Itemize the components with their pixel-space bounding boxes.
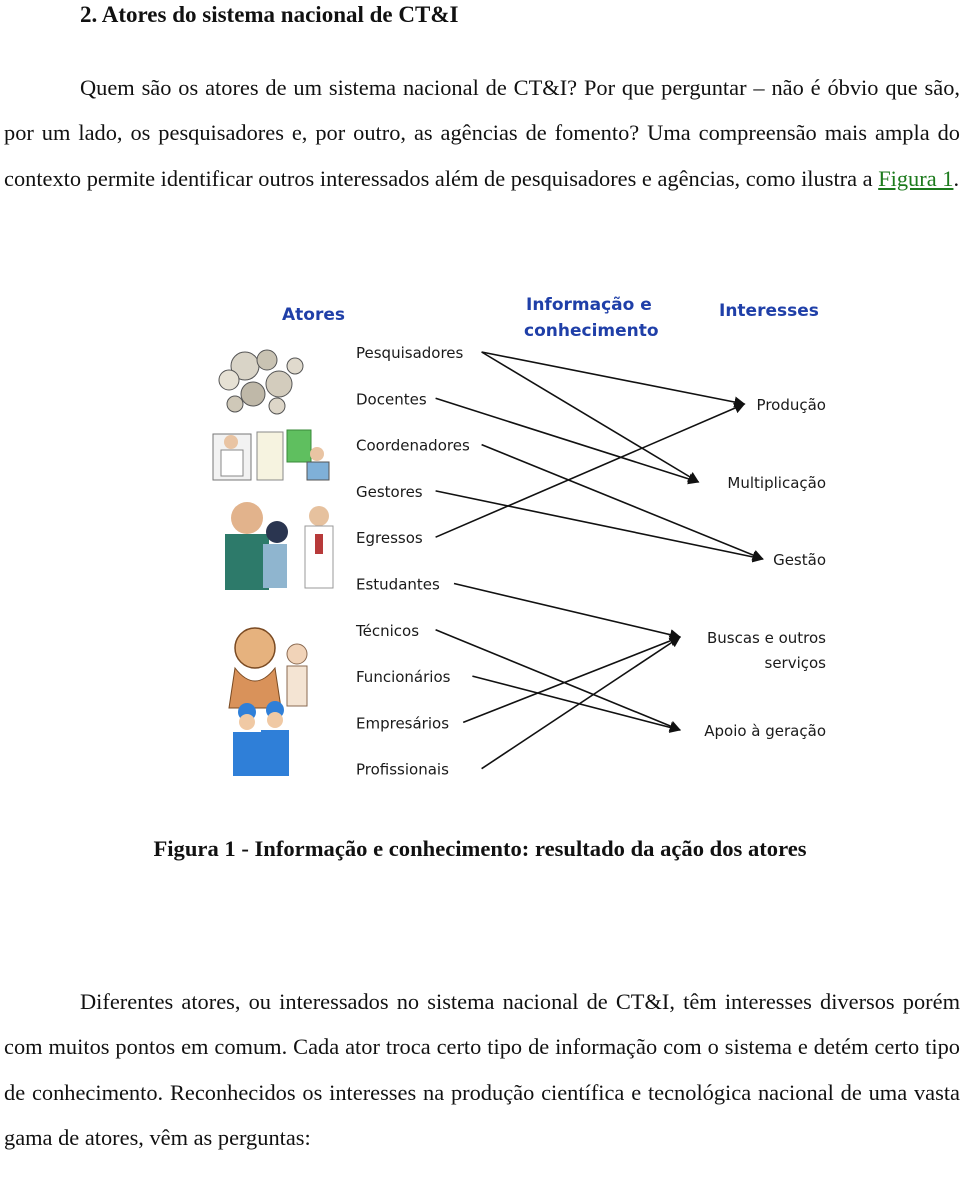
figure-caption: Figura 1 - Informação e conhecimento: re… <box>153 836 807 861</box>
connection-arrow-9 <box>462 635 682 724</box>
connection-arrow-5 <box>435 402 746 538</box>
section-heading: 2. Atores do sistema nacional de CT&I <box>80 2 459 27</box>
lab-scientists-illustration <box>212 429 330 481</box>
interest-label-3: Buscas e outros <box>707 629 826 647</box>
actor-label-1: Docentes <box>356 390 427 408</box>
intro-paragraph: Quem são os atores de um sistema naciona… <box>4 65 960 201</box>
connection-arrow-3 <box>481 443 764 561</box>
connection-arrow-2 <box>435 397 700 485</box>
business-people-illustration <box>233 701 289 776</box>
actor-labels: PesquisadoresDocentesCoordenadoresGestor… <box>355 344 470 779</box>
actor-label-2: Coordenadores <box>356 437 470 455</box>
info-header-line1: Informação e <box>526 295 652 315</box>
connection-lines <box>435 351 764 770</box>
technicians-illustration <box>228 627 308 709</box>
actor-label-9: Profissionais <box>356 761 449 779</box>
group-people-illustration <box>218 349 304 415</box>
intro-end: . <box>953 165 960 191</box>
interest-label-0: Produção <box>757 396 826 414</box>
actor-label-7: Funcionários <box>356 668 451 686</box>
connection-arrow-8 <box>472 675 682 733</box>
interest-label-3-line2: serviços <box>765 654 827 672</box>
connection-arrow-4 <box>435 490 764 563</box>
actor-label-8: Empresários <box>356 714 449 732</box>
figure-1-link[interactable]: Figura 1 <box>878 165 954 191</box>
connection-arrow-0 <box>481 351 700 483</box>
intro-text: Quem são os atores de um sistema naciona… <box>4 75 960 191</box>
actors-figure: Atores Informação e conhecimento Interes… <box>205 284 845 784</box>
interests-header: Interesses <box>719 301 819 321</box>
connection-arrow-10 <box>481 636 681 770</box>
professionals-illustration <box>225 502 334 590</box>
info-header-line2: conhecimento <box>524 321 659 341</box>
connection-arrow-6 <box>453 582 682 641</box>
actor-label-0: Pesquisadores <box>356 344 464 362</box>
actors-diagram: Atores Informação e conhecimento Interes… <box>212 295 826 779</box>
actor-label-6: Técnicos <box>355 622 419 640</box>
actor-label-5: Estudantes <box>356 576 440 594</box>
interest-label-2: Gestão <box>773 551 826 569</box>
connection-arrow-7 <box>435 629 682 732</box>
actors-header: Atores <box>282 305 345 325</box>
actor-label-4: Egressos <box>356 529 423 547</box>
interest-label-1: Multiplicação <box>727 474 826 492</box>
interest-label-4: Apoio à geração <box>704 722 826 740</box>
body-paragraph: Diferentes atores, ou interessados no si… <box>4 989 960 1150</box>
actor-label-3: Gestores <box>356 483 423 501</box>
connection-arrow-1 <box>481 351 746 408</box>
